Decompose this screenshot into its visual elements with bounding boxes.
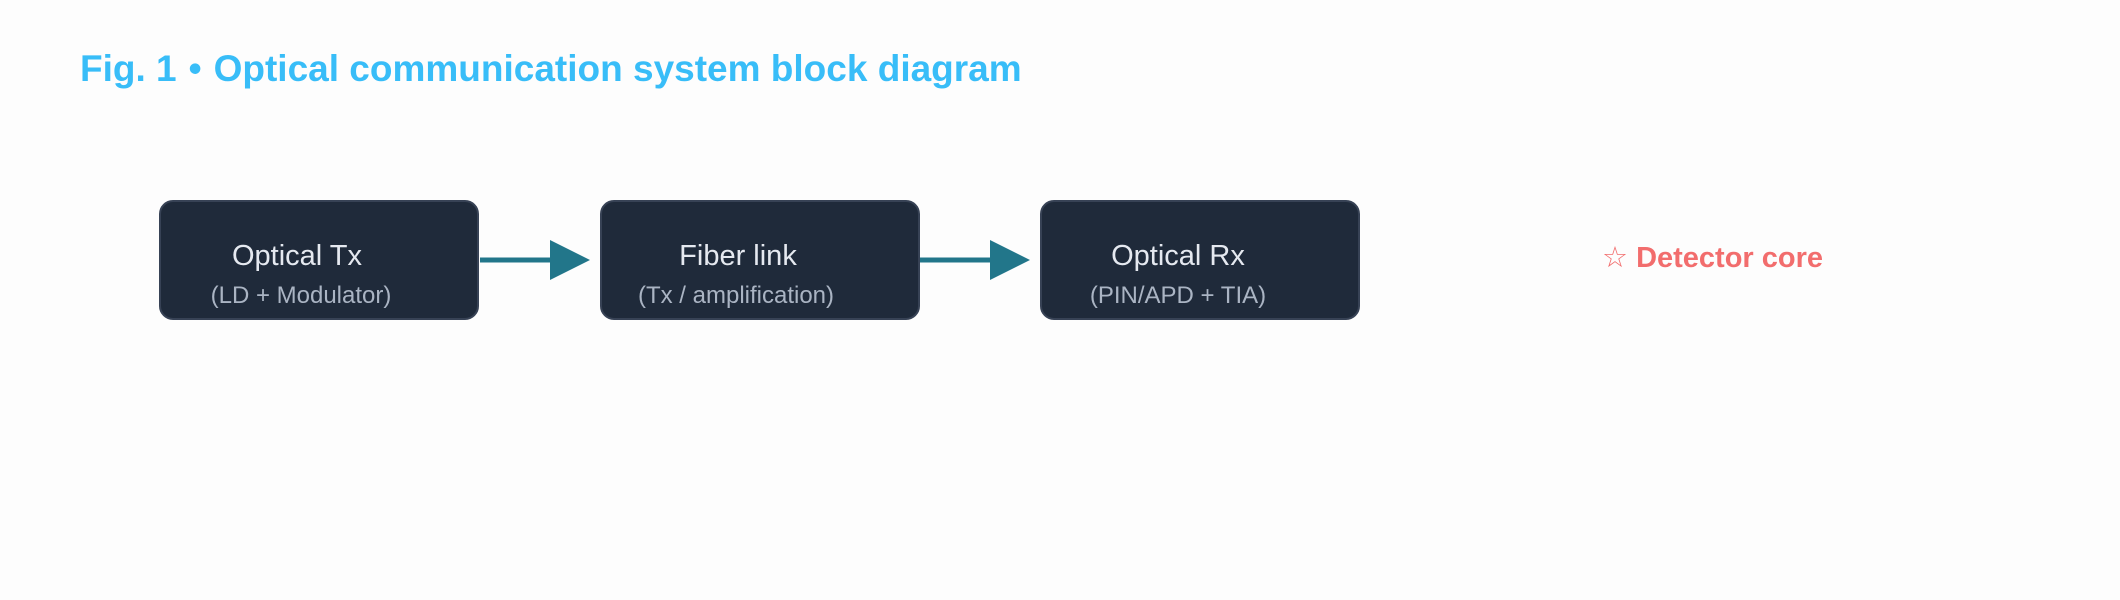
block-name: Optical Tx	[231, 240, 362, 272]
detector-core-callout: ☆ Detector core	[1602, 244, 1823, 273]
figure-label: Fig. 1	[80, 48, 177, 89]
block-name: Fiber link	[679, 240, 797, 272]
optical-tx-block: Optical Tx (LD + Modulator)	[159, 200, 479, 320]
title-separator: •	[188, 48, 202, 89]
arrow-fiber-to-rx	[920, 240, 1030, 280]
star-outline-icon: ☆	[1602, 242, 1628, 274]
block-detail: (Tx / amplification)	[637, 282, 835, 309]
optical-rx-block: Optical Rx (PIN/APD + TIA)	[1040, 200, 1360, 320]
arrow-tx-to-fiber	[480, 240, 590, 280]
figure-title-text: Optical communication system block diagr…	[213, 48, 1022, 89]
figure-title: Fig. 1 • Optical communication system bloc…	[80, 48, 1022, 90]
block-name: Optical Rx	[1111, 240, 1245, 272]
block-detail: (LD + Modulator)	[210, 282, 392, 309]
callout-text: Detector core	[1636, 242, 1824, 274]
block-detail: (PIN/APD + TIA)	[1089, 282, 1267, 309]
fiber-link-block: Fiber link (Tx / amplification)	[600, 200, 920, 320]
